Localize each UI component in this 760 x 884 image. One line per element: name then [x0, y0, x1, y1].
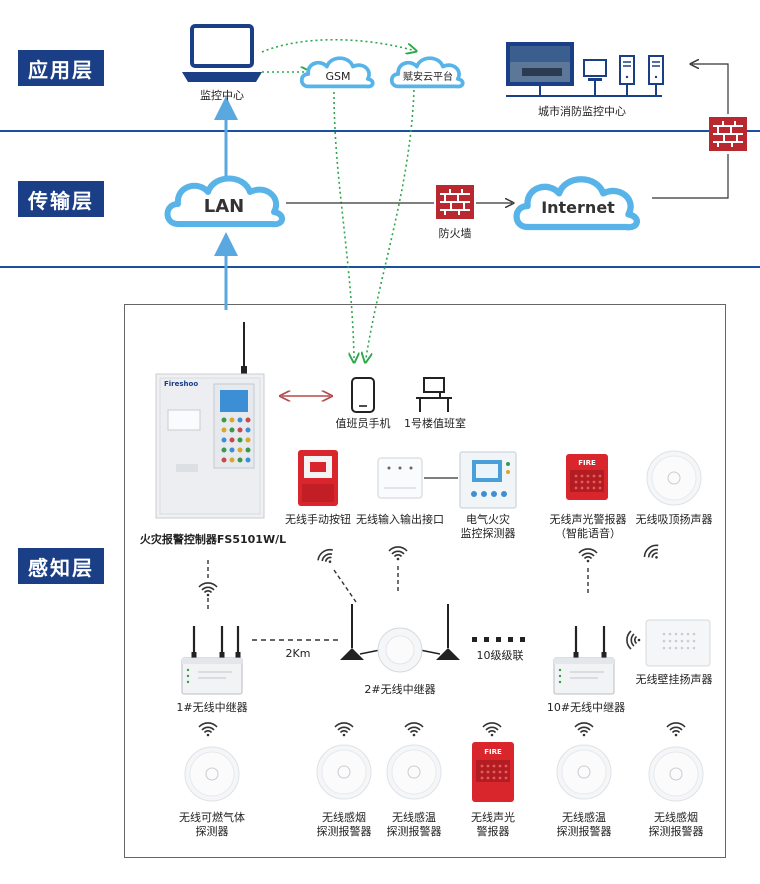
gas-detector-icon [184, 746, 240, 802]
wifi-icon-gas [198, 722, 218, 738]
io-interface-label: 无线输入输出接口 [356, 513, 444, 526]
fire-label-top: FIRE [578, 459, 596, 467]
server-tower-icon [619, 55, 635, 85]
smoke-a-label-2: 探测报警器 [316, 825, 372, 838]
monitor-center-label: 监控中心 [200, 89, 244, 102]
repeater-2-label: 2#无线中继器 [364, 683, 436, 696]
gas-detector-label-1: 无线可燃气体 [179, 811, 245, 824]
electrical-fire-label-1: 电气火灾 [466, 513, 510, 526]
firewall-to-city-link [692, 64, 729, 114]
phone-label: 值班员手机 [335, 417, 391, 430]
duty-room-icon [416, 377, 452, 412]
ceiling-speaker-icon [646, 450, 702, 506]
sounder-alarm-icon [472, 742, 514, 802]
controller-keypad [221, 417, 251, 463]
divider-line-bottom [0, 266, 760, 268]
temperature-detector-a-icon [386, 744, 442, 800]
ceiling-speaker-label: 无线吸顶扬声器 [635, 513, 713, 526]
firewall-label: 防火墙 [438, 227, 472, 240]
transport-layer-tag: 传输层 [18, 181, 104, 217]
desktop-computer-icon [583, 59, 607, 81]
cascade-label: 10级级联 [476, 649, 524, 662]
fire-label-bottom: FIRE [484, 748, 502, 756]
smoke-detector-b-icon [648, 746, 704, 802]
firewall-icon-right [708, 116, 748, 152]
wifi-icon-manual-button [314, 545, 339, 569]
city-center-screen-icon [506, 42, 574, 86]
server-tower-icon-2 [648, 55, 664, 85]
smoke-detector-a-icon [316, 744, 372, 800]
laptop-to-cloud-link [261, 38, 412, 52]
internet-to-firewall-link [652, 154, 729, 199]
sound-light-alarm-icon [566, 454, 608, 500]
internet-label: Internet [541, 198, 615, 217]
divider-line-top [0, 130, 760, 132]
wifi-icon-alarm [578, 548, 598, 564]
laptop-icon [182, 24, 262, 82]
temp-a-label-1: 无线感温 [392, 811, 436, 824]
smoke-b-label-2: 探测报警器 [648, 825, 704, 838]
lan-label: LAN [204, 196, 244, 217]
temp-b-label-1: 无线感温 [562, 811, 606, 824]
manual-button-label: 无线手动按钮 [285, 513, 351, 526]
gsm-label: GSM [326, 70, 351, 83]
io-interface-module-icon [377, 457, 423, 499]
city-center-label: 城市消防监控中心 [538, 105, 626, 118]
application-layer-tag: 应用层 [18, 50, 104, 86]
wifi-icon-temp-a [404, 722, 424, 738]
repeater-1-label: 1#无线中继器 [176, 701, 248, 714]
cloud-platform-label: 赋安云平台 [403, 70, 453, 83]
controller-label: 火灾报警控制器FS5101W/L [139, 533, 287, 546]
repeater-1-icon [181, 624, 243, 695]
controller-brand-label: Fireshoo [164, 380, 199, 388]
temp-a-label-2: 探测报警器 [386, 825, 442, 838]
sound-light-label-2: （智能语音） [555, 527, 621, 540]
sounder-label-1: 无线声光 [471, 811, 515, 824]
cascade-dots [472, 637, 525, 642]
wifi-icon-wall-speaker [626, 630, 642, 650]
fire-alarm-controller-icon [155, 322, 265, 519]
electrical-fire-monitor-icon [459, 451, 517, 509]
temp-b-label-2: 探测报警器 [556, 825, 612, 838]
wifi-icon-ceiling [641, 541, 666, 565]
sounder-label-2: 警报器 [476, 825, 510, 838]
repeater-2-icon [340, 604, 460, 673]
wifi-icon-sounder [482, 722, 502, 738]
wifi-icon-smoke-b [666, 722, 686, 738]
distance-label: 2Km [285, 647, 311, 660]
temperature-detector-b-icon [556, 744, 612, 800]
wifi-icon-io [388, 546, 408, 562]
wifi-icon-smoke-a [334, 722, 354, 738]
repeater-10-icon [553, 624, 615, 695]
gas-detector-label-2: 探测器 [195, 825, 229, 838]
electrical-fire-label-2: 监控探测器 [460, 527, 516, 540]
mobile-phone-icon [351, 377, 375, 413]
cloud-to-phone-link [366, 89, 415, 358]
firewall-icon-center [435, 184, 475, 220]
repeater-10-label: 10#无线中继器 [546, 701, 626, 714]
duty-room-label: 1号楼值班室 [404, 417, 466, 430]
smoke-a-label-1: 无线感烟 [322, 811, 366, 824]
perception-layer-tag: 感知层 [18, 548, 104, 584]
wall-speaker-label: 无线壁挂扬声器 [635, 673, 713, 686]
wifi-icon-temp-b [574, 722, 594, 738]
wall-speaker-icon [645, 619, 711, 667]
gsm-to-phone-link [333, 91, 354, 358]
wifi-icon-controller [198, 582, 218, 598]
manual-call-button-icon [298, 450, 338, 506]
sound-light-label-1: 无线声光警报器 [549, 513, 627, 526]
smoke-b-label-1: 无线感烟 [654, 811, 698, 824]
